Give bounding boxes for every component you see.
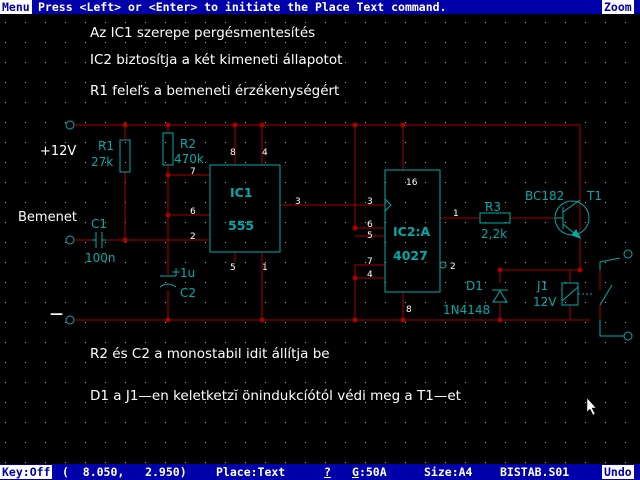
schematic-canvas[interactable]: Az IC1 szerepe pergésmentesítés IC2 bizt… bbox=[0, 0, 640, 464]
menu-button[interactable]: Menu bbox=[0, 0, 32, 14]
note-ic2: IC2 biztosítja a két kimeneti állapotot bbox=[90, 52, 342, 68]
note-r2-c2: R2 és C2 a monostabil idit állítja be bbox=[90, 346, 330, 362]
cursor-coordinates: ( 8.050, 2.950) bbox=[62, 465, 187, 479]
ic1-value: 555 bbox=[228, 218, 254, 233]
mouse-cursor-icon bbox=[586, 397, 597, 416]
undo-button[interactable]: Undo bbox=[602, 465, 634, 479]
ic1-pin-6: 6 bbox=[190, 207, 196, 217]
grid-setting[interactable]: G:50A bbox=[352, 465, 387, 479]
d1-value: 1N4148 bbox=[443, 303, 490, 317]
status-bar bbox=[0, 464, 640, 480]
c2-value: 1u bbox=[180, 266, 195, 280]
wires bbox=[75, 124, 601, 321]
grid-dots bbox=[0, 14, 640, 464]
zoom-button[interactable]: Zoom bbox=[602, 0, 634, 14]
ic1-pin-7: 7 bbox=[190, 167, 196, 177]
terminals bbox=[65, 120, 633, 341]
t1-value: BC182 bbox=[525, 189, 564, 203]
c2-plus: + bbox=[171, 265, 181, 279]
ic2-4027-body[interactable] bbox=[384, 169, 441, 293]
ic2-inverted-output bbox=[439, 261, 447, 269]
place-mode: Place:Text bbox=[216, 465, 286, 479]
d1-name: D1 bbox=[466, 279, 483, 293]
r2-value: 470k bbox=[174, 152, 204, 166]
r2-resistor[interactable] bbox=[162, 132, 174, 166]
grid-prefix: G bbox=[352, 465, 359, 479]
key-toggle-button[interactable]: Key:Off bbox=[0, 465, 53, 479]
c1-capacitor[interactable] bbox=[92, 232, 106, 248]
ic2-pin-1: 1 bbox=[453, 209, 459, 219]
input-label: Bemenet bbox=[18, 210, 77, 225]
r1-name: R1 bbox=[98, 139, 114, 153]
command-prompt-text: Press <Left> or <Enter> to initiate the … bbox=[38, 0, 447, 14]
r1-value: 27k bbox=[91, 155, 113, 169]
t1-transistor[interactable] bbox=[554, 199, 590, 239]
ic1-pin-5: 5 bbox=[230, 263, 236, 273]
t1-name: T1 bbox=[586, 189, 602, 203]
ic1-name: IC1 bbox=[230, 185, 253, 200]
ic2-pin-5: 5 bbox=[367, 231, 373, 241]
r2-name: R2 bbox=[180, 137, 196, 151]
j1-relay[interactable] bbox=[561, 257, 624, 337]
ic1-pin-4: 4 bbox=[262, 148, 268, 158]
note-r1: R1 feleľs a bemeneti érzékenységért bbox=[90, 83, 339, 99]
ic1-555-body[interactable] bbox=[209, 164, 281, 253]
ic2-pin-6: 6 bbox=[367, 220, 373, 230]
c1-name: C1 bbox=[91, 217, 107, 231]
ic2-pin-2: 2 bbox=[450, 262, 456, 272]
c1-value: 100n bbox=[85, 251, 116, 265]
r3-name: R3 bbox=[485, 200, 501, 214]
junctions bbox=[122, 122, 583, 323]
ic1-pin-8: 8 bbox=[230, 148, 236, 158]
ic2-pin-16: 16 bbox=[406, 178, 418, 188]
ic2-name: IC2:A bbox=[393, 224, 431, 239]
file-name: BISTAB.S01 bbox=[500, 465, 570, 479]
ic2-value: 4027 bbox=[393, 248, 428, 263]
help-button[interactable]: ? bbox=[324, 465, 331, 479]
j1-value: 12V bbox=[533, 295, 557, 309]
ic2-pin-7: 7 bbox=[367, 257, 373, 267]
ic2-clock-marker bbox=[384, 198, 392, 212]
ic1-pin-1: 1 bbox=[262, 263, 268, 273]
d1-diode[interactable] bbox=[492, 289, 508, 303]
r1-resistor[interactable] bbox=[119, 139, 131, 173]
c2-name: C2 bbox=[180, 286, 196, 300]
ic1-pin-2: 2 bbox=[190, 232, 196, 242]
r3-resistor[interactable] bbox=[479, 212, 511, 224]
ic2-pin-4: 4 bbox=[367, 270, 373, 280]
c2-capacitor[interactable] bbox=[159, 275, 177, 288]
ic2-pin-8: 8 bbox=[406, 305, 412, 315]
supply-label: +12V bbox=[40, 144, 76, 159]
j1-name: J1 bbox=[536, 279, 548, 293]
ground-label: — bbox=[50, 307, 63, 322]
ic1-pin-3: 3 bbox=[295, 197, 301, 207]
command-prompt-bar bbox=[0, 0, 640, 14]
sheet-size: Size:A4 bbox=[424, 465, 473, 479]
r3-value: 2,2k bbox=[481, 227, 507, 241]
ic2-pin-3: 3 bbox=[367, 197, 373, 207]
grid-value: :50A bbox=[358, 465, 387, 479]
note-d1: D1 a J1—en keletketzĭ önindukcíótól védi… bbox=[90, 388, 461, 404]
note-ic1: Az IC1 szerepe pergésmentesítés bbox=[90, 25, 315, 41]
